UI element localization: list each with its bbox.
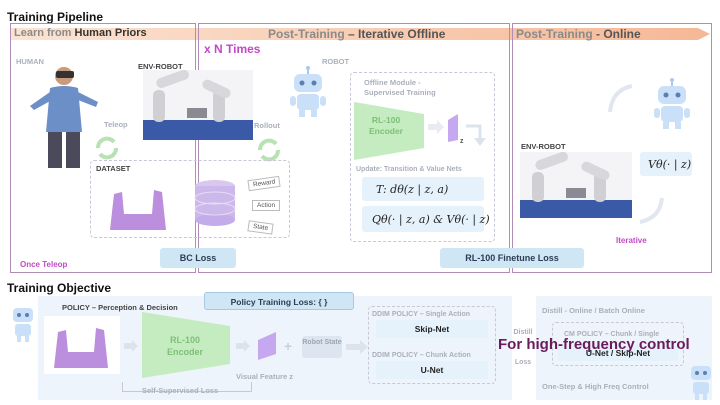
ddim-single-label: DDIM POLICY – Single Action (372, 311, 471, 318)
visual-feature-label: Visual Feature z (236, 372, 293, 381)
iterative-offline-prefix: Post-Training (268, 27, 345, 41)
finetune-loss-pill: RL-100 Finetune Loss (440, 248, 584, 268)
robot-label: ROBOT (322, 57, 350, 66)
latent-z-bar (448, 114, 458, 142)
offline-encoder-line1: RL-100 (371, 115, 401, 125)
bent-arrow-icon (466, 124, 486, 146)
iterative-offline-panel (198, 23, 510, 273)
action-tag: Action (252, 200, 281, 211)
teleop-label: Teleop (104, 120, 128, 129)
objective-encoder-line2: Encoder (166, 347, 203, 357)
iterative-offline-suffix: – Iterative Offline (344, 27, 446, 41)
distill-loss-label: Distill Loss (513, 329, 533, 366)
online-env-robot-label: ENV-ROBOT (521, 142, 566, 151)
objective-robot-icon-right (691, 366, 711, 400)
online-cycle-arrow-top (608, 84, 633, 113)
point-cloud-image (110, 190, 166, 230)
iterative-label: Iterative (616, 236, 647, 245)
visual-feature-bar (258, 332, 276, 360)
u-net-skip-net-box: U-Net / Skip-Net (558, 345, 678, 361)
robot-state-box: Robot State (302, 336, 342, 358)
objective-encoder-shape (142, 312, 230, 378)
human-priors-panel (10, 23, 196, 273)
offline-encoder-label: RL-100 Encoder (354, 115, 418, 137)
env-robot-image (143, 70, 253, 140)
bc-loss-pill: BC Loss (160, 248, 236, 268)
cm-policy-label: CM POLICY – Chunk / Single (564, 331, 660, 338)
transition-formula: T: dθ(z | z, a) (376, 183, 449, 196)
online-panel (512, 23, 712, 273)
update-nets-label: Update: Transition & Value Nets (356, 166, 462, 173)
objective-title: Training Objective (7, 281, 112, 295)
robot-icon (290, 66, 326, 117)
human-priors-header: Learn from Human Priors (14, 27, 147, 39)
one-step-label: One-Step & High Freq Control (542, 382, 649, 391)
rollout-label: Rollout (254, 121, 280, 130)
offline-module-box (350, 72, 495, 242)
objective-arrow-2 (236, 340, 250, 352)
human-priors-bold: Human Priors (74, 27, 147, 39)
cm-policy-box (552, 322, 684, 366)
u-net-box: U-Net (376, 361, 488, 379)
transition-net-box (362, 177, 484, 201)
online-env-robot-image (520, 152, 632, 218)
plus-icon: + (284, 338, 293, 354)
offline-encoder-line2: Encoder (368, 126, 403, 136)
offline-encoder-shape (354, 102, 424, 160)
online-suffix: - Online (592, 27, 641, 41)
online-cycle-arrow-bottom (639, 197, 664, 224)
human-label: HUMAN (16, 57, 44, 66)
objective-point-cloud-image (54, 328, 108, 368)
human-operator-icon (30, 67, 98, 168)
policy-loss-pill: Policy Training Loss: { } (204, 292, 354, 310)
latent-z-label: z (460, 138, 464, 145)
skip-net-box: Skip-Net (376, 320, 488, 338)
online-v-formula: Vθ(· | z) (648, 158, 692, 171)
rollout-cycle-icon (258, 138, 280, 162)
high-frequency-control-label: For high-frequency control (498, 336, 690, 353)
objective-arrow-3 (346, 340, 368, 354)
online-robot-icon (654, 78, 690, 129)
teleop-cycle-icon (96, 136, 118, 160)
pipeline-banner-arrow (10, 28, 710, 40)
pipeline-title: Training Pipeline (7, 10, 104, 24)
database-icon (194, 180, 236, 226)
dataset-box (90, 160, 290, 238)
iterative-offline-header: Post-Training – Iterative Offline (268, 27, 445, 41)
n-times-label: x N Times (204, 42, 261, 56)
q-formula: Qθ(· | z, a) & Vθ(· | z) (372, 213, 490, 226)
objective-encoder-line1: RL-100 (169, 335, 200, 345)
objective-encoder-label: RL-100 Encoder (150, 334, 220, 358)
env-robot-label: ENV-ROBOT (138, 62, 183, 71)
self-supervised-label: Self-Supervised Loss (142, 386, 219, 395)
online-header: Post-Training - Online (516, 27, 641, 41)
policy-label: POLICY – Perception & Decision (62, 303, 178, 312)
offline-module-label: Offline Module - (364, 78, 421, 87)
once-teleop-label: Once Teleop (20, 260, 68, 269)
ddim-chunk-label: DDIM POLICY – Chunk Action (372, 352, 471, 359)
distill-online-label: Distill - Online / Batch Online (542, 306, 645, 315)
dataset-label: DATASET (96, 164, 131, 173)
supervised-training-label: Supervised Training (364, 88, 436, 97)
objective-arrow-1 (124, 340, 138, 352)
ddim-policy-box (368, 306, 496, 384)
value-net-box (362, 206, 484, 232)
online-prefix: Post-Training (516, 27, 593, 41)
objective-robot-icon-left (13, 308, 33, 342)
online-value-box (640, 152, 692, 176)
self-supervised-bracket (122, 382, 252, 392)
arrow-right-icon (428, 120, 444, 134)
human-priors-prefix: Learn from (14, 27, 75, 39)
